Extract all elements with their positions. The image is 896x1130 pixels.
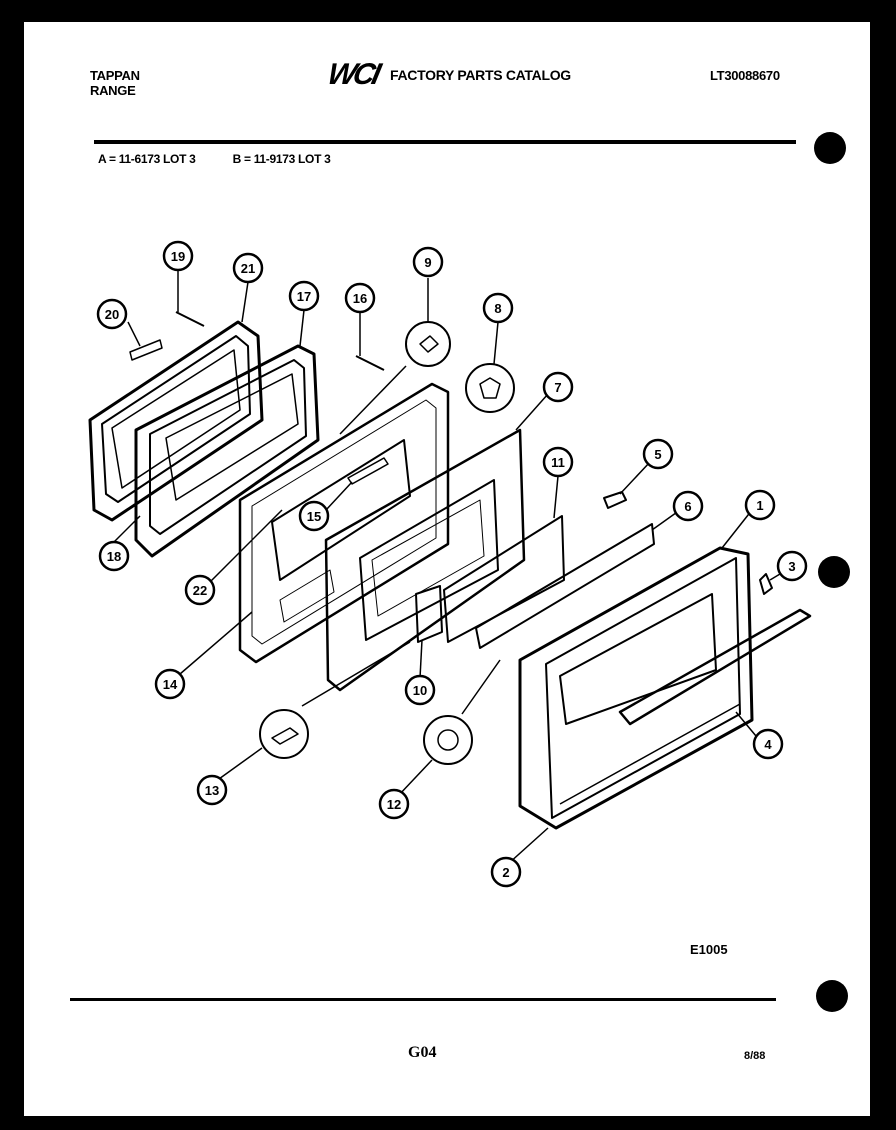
callout-8: 8 [482, 292, 514, 324]
part-outer-frame [88, 320, 264, 522]
part-trim-strip [475, 523, 655, 649]
callout-label: 19 [171, 249, 185, 264]
inset-9 [405, 321, 451, 367]
callout-label: 17 [297, 289, 311, 304]
callout-label: 4 [764, 737, 772, 752]
callout-label: 22 [193, 583, 207, 598]
lot-b: B = 11-9173 LOT 3 [232, 152, 331, 166]
callout-label: 5 [654, 447, 661, 462]
callout-label: 18 [107, 549, 121, 564]
brand-name: TAPPAN [90, 68, 140, 83]
part-hinge-pin [603, 491, 627, 509]
callout-label: 12 [387, 797, 401, 812]
callout-5: 5 [642, 438, 674, 470]
diagram-code: E1005 [690, 942, 728, 957]
leader-lines [111, 270, 781, 865]
callout-3: 3 [776, 550, 808, 582]
lot-legend: A = 11-6173 LOT 3 B = 11-9173 LOT 3 [98, 152, 365, 167]
callout-11: 11 [542, 446, 574, 478]
binder-hole-bottom [816, 980, 848, 1012]
footer-rule [70, 998, 776, 1001]
callout-21: 21 [232, 252, 264, 284]
callout-label: 15 [307, 509, 321, 524]
part-hinge [415, 585, 443, 643]
part-door-liner [324, 428, 526, 692]
part-inner-panel [238, 382, 450, 664]
callout-19: 19 [162, 240, 194, 272]
part-nameplate [129, 339, 163, 361]
part-clip [759, 573, 773, 595]
callout-20: 20 [96, 298, 128, 330]
callout-6: 6 [672, 490, 704, 522]
callout-label: 8 [494, 301, 501, 316]
callout-label: 14 [163, 677, 178, 692]
callout-4: 4 [752, 728, 784, 760]
lot-a: A = 11-6173 LOT 3 [98, 152, 196, 166]
product-type: RANGE [90, 83, 136, 98]
inset-12 [423, 715, 473, 765]
callout-22: 22 [184, 574, 216, 606]
callout-10: 10 [404, 674, 436, 706]
inset-8 [465, 363, 515, 413]
callout-1: 1 [744, 489, 776, 521]
catalog-sheet: TAPPAN RANGE WCI FACTORY PARTS CATALOG L… [24, 22, 870, 1116]
callout-label: 21 [241, 261, 255, 276]
callout-label: 16 [353, 291, 367, 306]
binder-hole-middle [818, 556, 850, 588]
part-bracket [347, 457, 389, 485]
binder-hole-top [814, 132, 846, 164]
page-number: G04 [408, 1044, 437, 1061]
callout-label: 7 [554, 380, 561, 395]
callout-9: 9 [412, 246, 444, 278]
header-rule [94, 140, 796, 144]
callout-13: 13 [196, 774, 228, 806]
callout-14: 14 [154, 668, 186, 700]
callout-label: 11 [551, 455, 565, 470]
callout-label: 1 [756, 498, 763, 513]
callout-15: 15 [298, 500, 330, 532]
callout-label: 6 [684, 499, 691, 514]
print-date: 8/88 [744, 1050, 766, 1062]
brand-block: TAPPAN RANGE [90, 68, 140, 98]
callout-7: 7 [542, 371, 574, 403]
inset-13 [259, 709, 309, 759]
part-glass-gasket [134, 344, 320, 558]
catalog-title: FACTORY PARTS CATALOG [390, 67, 571, 83]
part-screw-16 [355, 355, 385, 371]
callout-16: 16 [344, 282, 376, 314]
callout-label: 10 [413, 683, 427, 698]
callout-17: 17 [288, 280, 320, 312]
callout-label: 3 [788, 559, 795, 574]
callout-label: 2 [502, 865, 509, 880]
part-handle [618, 608, 812, 726]
callout-12: 12 [378, 788, 410, 820]
callout-2: 2 [490, 856, 522, 888]
part-window-glass [443, 515, 565, 643]
model-number: LT30088670 [710, 68, 780, 83]
part-screw-19 [175, 311, 205, 327]
callout-label: 13 [205, 783, 219, 798]
callout-label: 9 [424, 255, 431, 270]
part-outer-door [518, 546, 754, 830]
callout-18: 18 [98, 540, 130, 572]
callout-label: 20 [105, 307, 119, 322]
